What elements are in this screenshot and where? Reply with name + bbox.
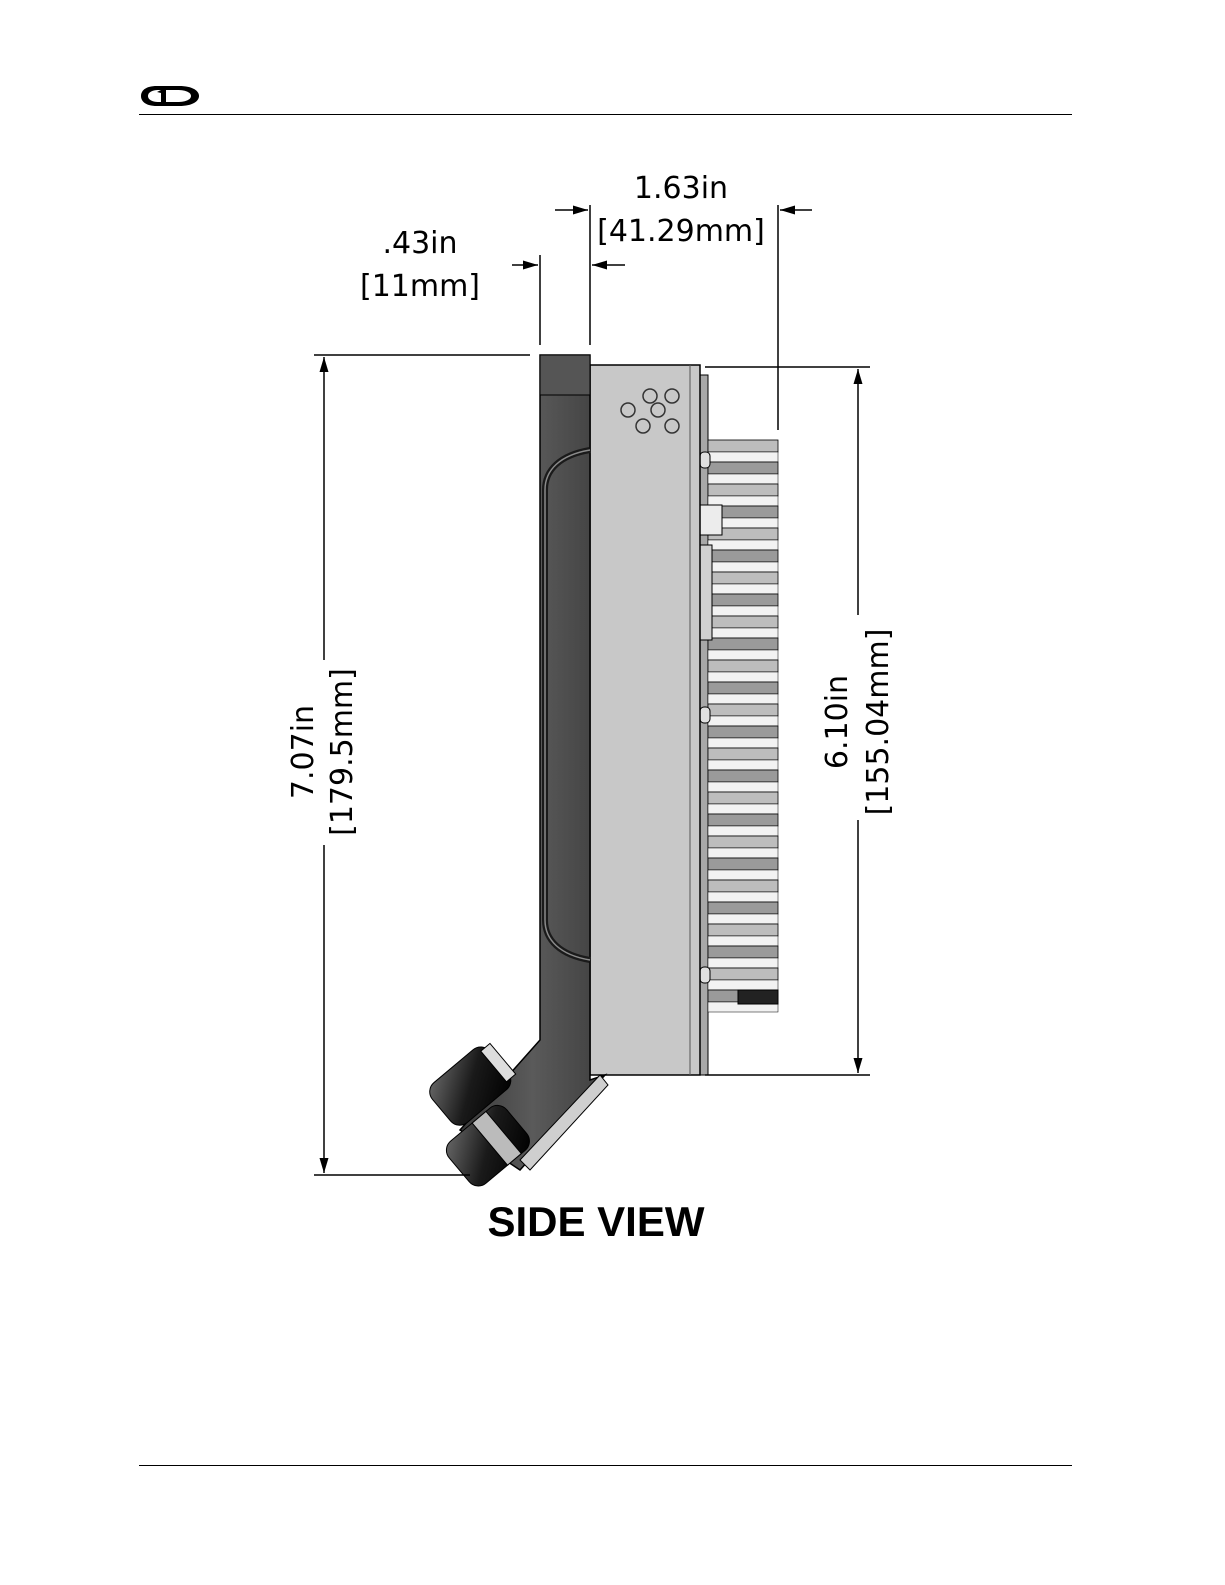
mounting-screw <box>700 452 710 468</box>
heatsink-fin <box>708 484 778 496</box>
mounting-screw <box>700 967 710 983</box>
heatsink-fin <box>708 726 778 738</box>
heatsink-fin-gap <box>708 738 778 748</box>
body-height-imperial: 6.10in <box>820 675 855 769</box>
heatsink-fin <box>708 704 778 716</box>
heatsink-fin <box>708 660 778 672</box>
heatsink-fin-gap <box>708 474 778 484</box>
heatsink-fin <box>708 682 778 694</box>
heatsink-fin <box>708 572 778 584</box>
heatsink-fin <box>708 792 778 804</box>
heatsink-fin-gap <box>708 870 778 880</box>
unit-body <box>590 365 700 1075</box>
heatsink-fin <box>708 902 778 914</box>
heatsink-fin-gap <box>708 848 778 858</box>
heatsink-fin-gap <box>708 716 778 726</box>
bezel-thickness-metric: [11mm] <box>360 269 480 304</box>
heatsink-fin-gap <box>708 694 778 704</box>
heatsink-fin-gap <box>708 980 778 990</box>
heatsink-fin <box>708 440 778 452</box>
body-depth-metric: [41.29mm] <box>597 214 765 249</box>
heatsink-fin-gap <box>708 804 778 814</box>
heatsink-fin-gap <box>708 650 778 660</box>
figure-title: SIDE VIEW <box>487 1198 704 1245</box>
bezel-thickness-imperial: .43in <box>382 226 457 261</box>
heatsink-fin <box>708 814 778 826</box>
body-depth-imperial: 1.63in <box>634 171 728 206</box>
mounting-screw <box>700 707 710 723</box>
heatsink-fin <box>708 858 778 870</box>
heatsink-fin-gap <box>708 782 778 792</box>
heatsink-fin-gap <box>708 826 778 836</box>
heatsink-fin <box>708 594 778 606</box>
heatsink-fin <box>708 968 778 980</box>
heatsink-fin <box>708 550 778 562</box>
heatsink-fin-gap <box>708 936 778 946</box>
heatsink-fin-gap <box>708 452 778 462</box>
heatsink-fins <box>700 375 778 1075</box>
heatsink-fin-gap <box>708 562 778 572</box>
body-height-metric: [155.04mm] <box>861 629 896 816</box>
overall-height-imperial: 7.07in <box>286 705 321 799</box>
heatsink-fin <box>708 748 778 760</box>
heatsink-fin <box>708 836 778 848</box>
heatsink-fin <box>708 946 778 958</box>
heatsink-fin <box>708 924 778 936</box>
heatsink-fin <box>708 880 778 892</box>
heatsink-fin-gap <box>708 628 778 638</box>
heatsink-fin-gap <box>708 914 778 924</box>
heatsink-fin <box>708 616 778 628</box>
heatsink-fin <box>708 770 778 782</box>
heatsink-fin-gap <box>708 958 778 968</box>
heatsink-fin-gap <box>708 540 778 550</box>
heatsink-fin <box>708 638 778 650</box>
heatsink-fin-gap <box>708 892 778 902</box>
overall-height-metric: [179.5mm] <box>325 668 360 836</box>
heatsink-fin-gap <box>708 584 778 594</box>
heatsink-fin <box>708 462 778 474</box>
heatsink-fin-gap <box>708 672 778 682</box>
heatsink-fin-gap <box>708 606 778 616</box>
heatsink-fin-gap <box>708 760 778 770</box>
